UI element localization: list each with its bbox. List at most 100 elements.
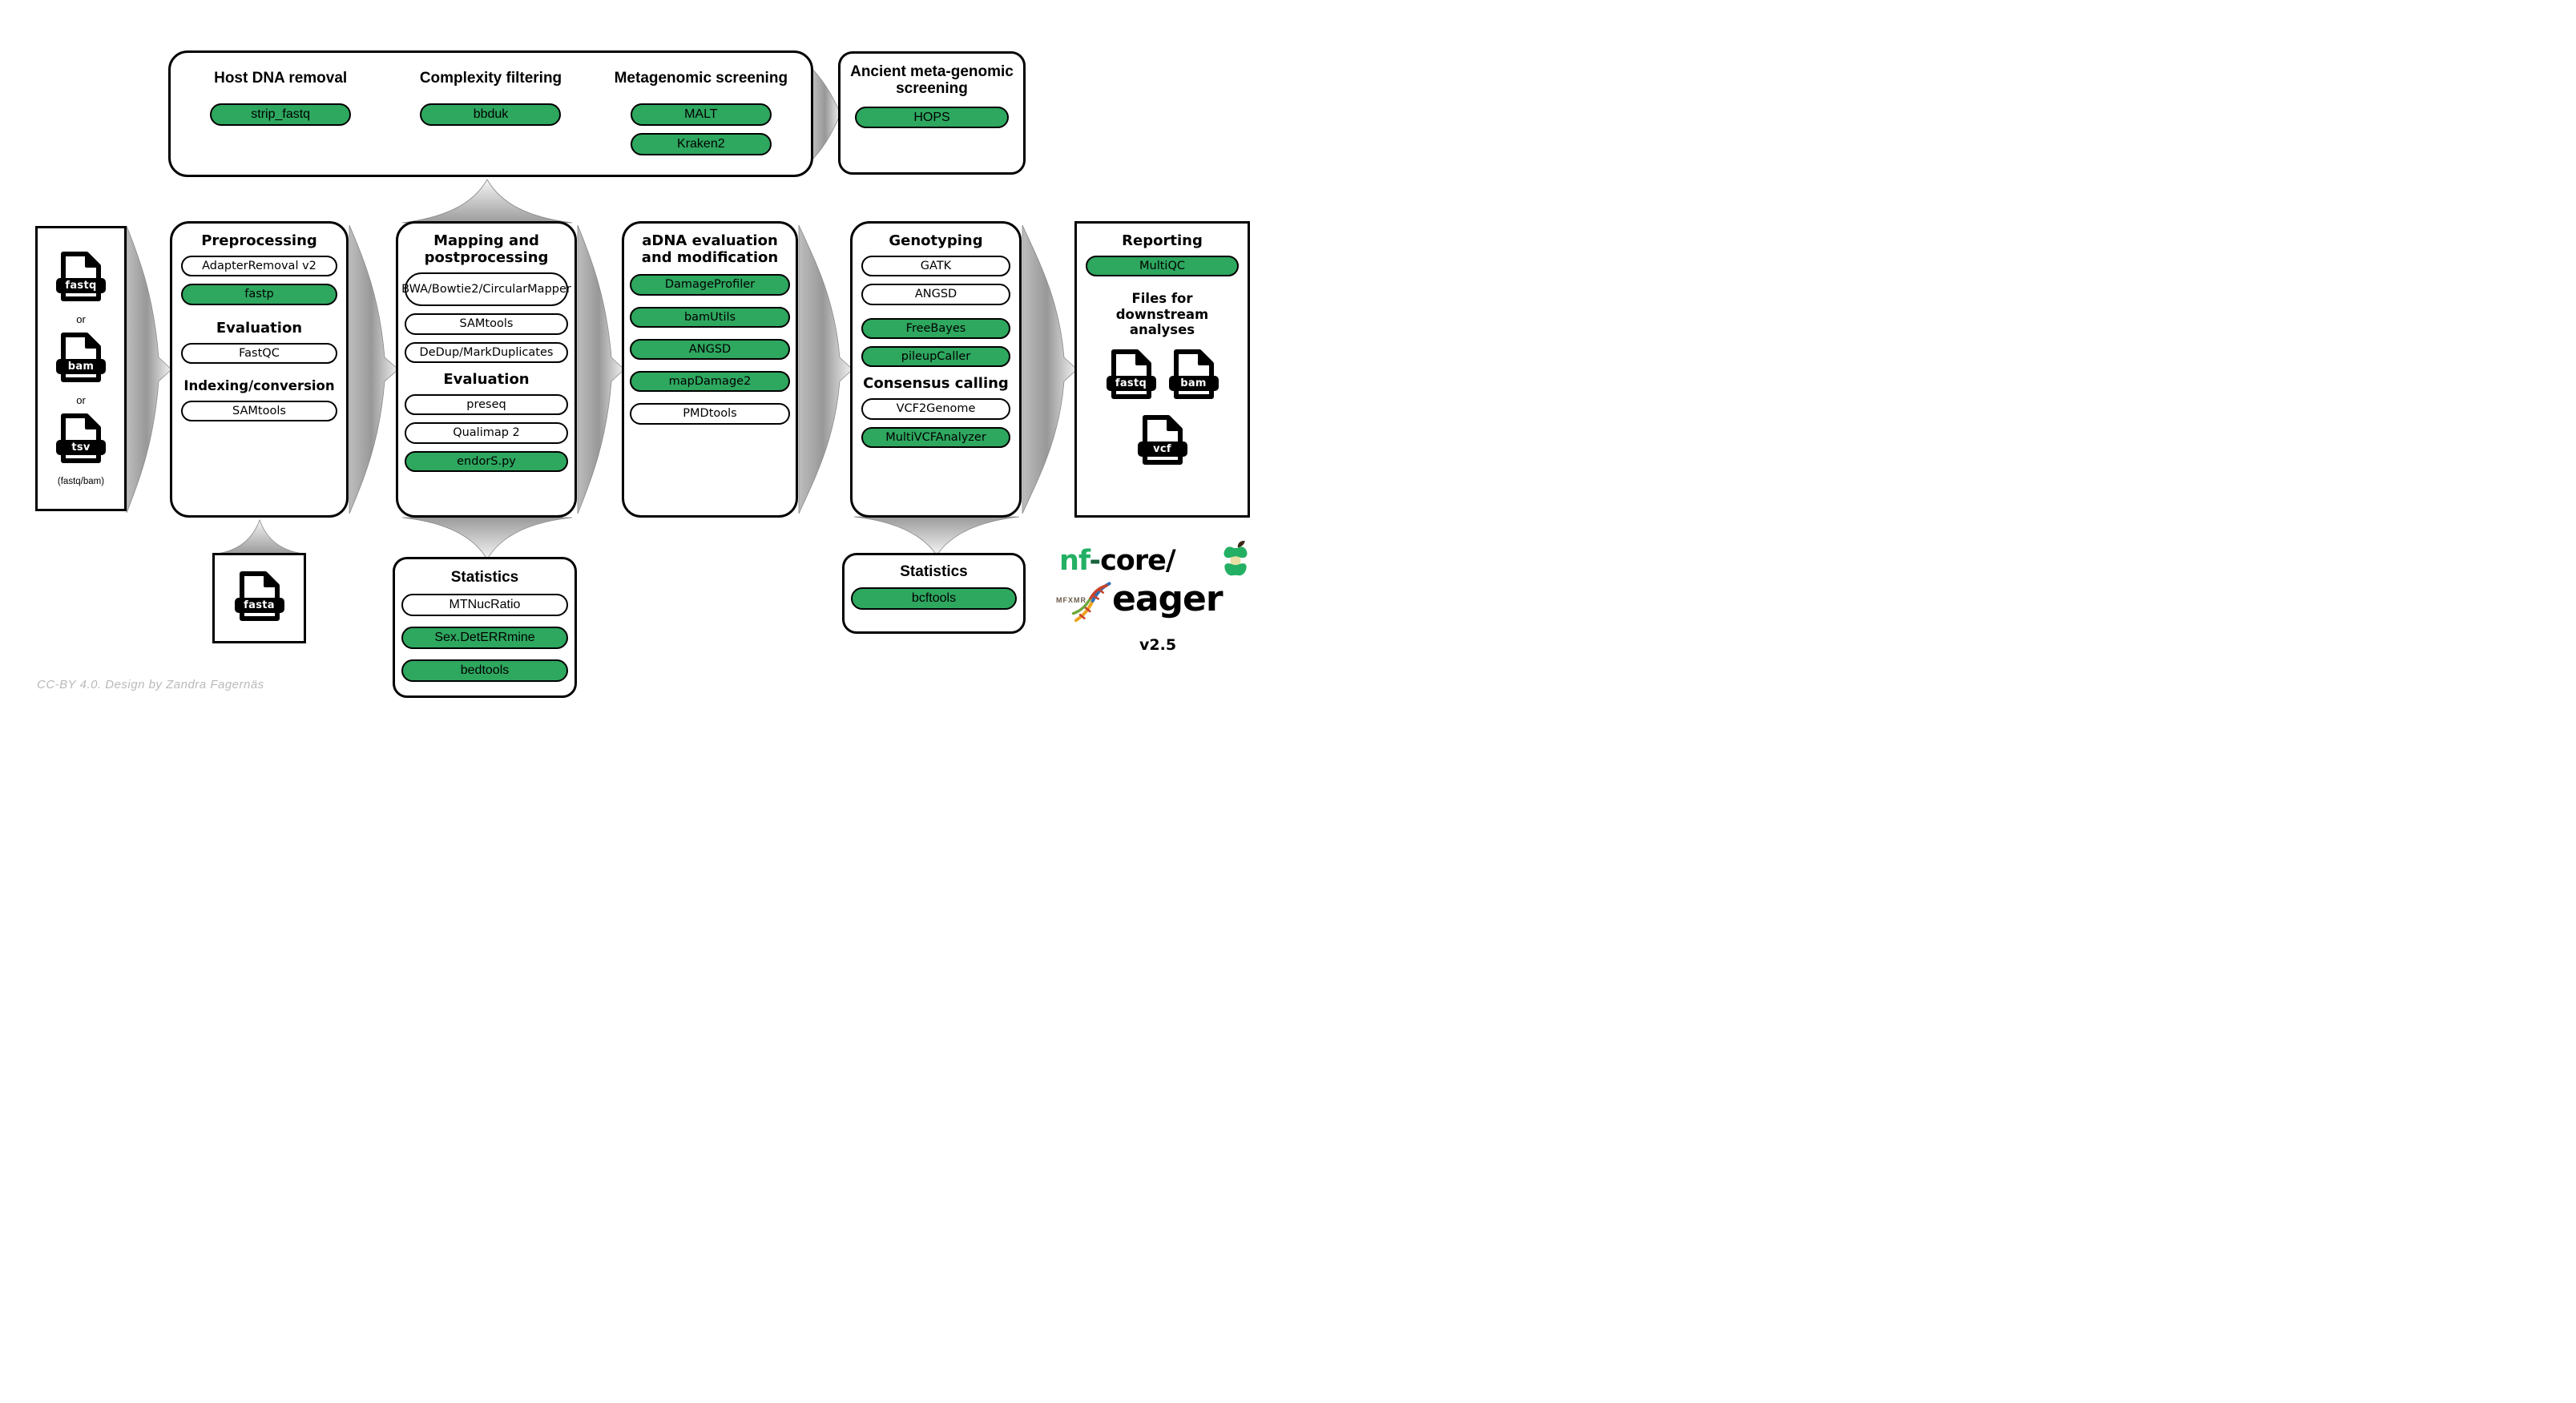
tool-pill-bwa-bowtie2-circularmapper: BWA/Bowtie2/CircularMapper	[401, 272, 571, 307]
tool-pill-bedtools: bedtools	[401, 659, 568, 682]
tool-pill-multivcfanalyzer: MultiVCFAnalyzer	[861, 426, 1010, 448]
tool-pill-pmdtools: PMDtools	[630, 403, 790, 425]
tool-pill-samtools: SAMtools	[405, 313, 568, 335]
file-icon-tsv: tsv	[56, 413, 106, 468]
box-title: Preprocessing	[201, 232, 317, 249]
box-title: Mapping and postprocessing	[424, 232, 549, 267]
pipeline-diagram: Host DNA removal strip_fastq Complexity …	[0, 0, 1288, 702]
subsection-title-evaluation: Evaluation	[216, 319, 303, 337]
file-type-label: vcf	[1137, 441, 1187, 457]
section-metagenomic-screening: Metagenomic screening MALT Kraken2	[596, 61, 806, 175]
file-type-label: bam	[1168, 375, 1219, 391]
file-icon-fasta: fasta	[234, 570, 284, 626]
tool-pill-dedup-markduplicates: DeDup/MarkDuplicates	[405, 341, 568, 363]
arrow-top-panel-to-hops	[812, 67, 841, 161]
tool-pill-angsd: ANGSD	[861, 284, 1010, 305]
logo-org-name: nf-core/	[1059, 545, 1176, 577]
arrow-mapping-to-adna	[577, 224, 625, 514]
tool-pill-malt: MALT	[630, 103, 772, 126]
reporting-box: Reporting MultiQC Files for downstream a…	[1074, 221, 1250, 518]
tool-pill-angsd: ANGSD	[630, 338, 790, 361]
tool-pill-qualimap2: Qualimap 2	[405, 422, 568, 444]
tool-pill-mapdamage2: mapDamage2	[630, 371, 790, 393]
file-icon-bam: bam	[1168, 349, 1219, 404]
tool-pill-bamutils: bamUtils	[630, 306, 790, 328]
arrow-fasta-to-preprocessing	[216, 518, 304, 554]
document-icon	[1142, 414, 1183, 465]
logo-dash: -	[1089, 545, 1101, 577]
or-text: or	[76, 393, 86, 406]
document-icon	[1173, 349, 1214, 399]
file-type-label: bam	[56, 358, 106, 374]
tool-pill-mtnucratio: MTNucRatio	[401, 594, 568, 617]
ancient-screening-box: Ancient meta-genomic screening HOPS	[838, 51, 1026, 175]
arrow-genotyping-to-reporting	[1022, 224, 1078, 514]
tool-pill-sexdeterrmine: Sex.DetERRmine	[401, 627, 568, 650]
file-type-label: tsv	[56, 439, 106, 455]
arrow-mapping-to-top-panel	[401, 179, 573, 224]
file-icon-fastq: fastq	[1106, 349, 1156, 404]
flow-arrows-layer	[126, 67, 1078, 560]
or-text: or	[76, 312, 86, 325]
arrow-preprocessing-to-mapping	[349, 224, 399, 514]
downstream-files-title: Files for downstream analyses	[1115, 291, 1209, 338]
tool-pill-bbduk: bbduk	[420, 103, 562, 126]
file-icon-vcf: vcf	[1137, 414, 1187, 470]
tool-pill-fastqc: FastQC	[181, 342, 337, 365]
section-title: Host DNA removal	[214, 70, 348, 87]
file-type-label: fastq	[1106, 375, 1156, 391]
tool-pill-preseq: preseq	[405, 394, 568, 416]
license-credit-text: CC-BY 4.0. Design by Zandra Fagernäs	[37, 678, 264, 691]
document-icon	[61, 251, 101, 301]
arrow-adna-to-genotyping	[798, 224, 853, 514]
fasta-reference-box: fasta	[212, 553, 306, 643]
dna-helix-icon	[1071, 582, 1111, 623]
box-title: Statistics	[900, 563, 968, 580]
tool-pill-gatk: GATK	[861, 256, 1010, 277]
file-icon-bam: bam	[56, 332, 106, 387]
tool-pill-pileupcaller: pileupCaller	[861, 345, 1010, 368]
subsection-title-evaluation: Evaluation	[443, 370, 530, 388]
tool-pill-samtools: SAMtools	[181, 400, 337, 421]
box-title: Statistics	[450, 569, 519, 586]
document-icon	[61, 413, 101, 463]
top-panel: Host DNA removal strip_fastq Complexity …	[168, 50, 813, 177]
nf-core-eager-logo: nf-core/ MFXMR eager v2.5	[1056, 541, 1264, 677]
tool-pill-vcf2genome: VCF2Genome	[861, 398, 1010, 420]
document-icon	[61, 332, 101, 382]
statistics-genotyping-box: Statistics bcftools	[842, 553, 1026, 634]
logo-pipeline-name: eager	[1112, 579, 1223, 619]
tool-pill-endors-py: endorS.py	[405, 450, 568, 472]
tsv-caption: (fastq/bam)	[57, 476, 105, 486]
downstream-files-row-2: vcf	[1086, 414, 1239, 470]
tool-pill-damageprofiler: DamageProfiler	[630, 274, 790, 296]
adna-box: aDNA evaluation and modification DamageP…	[622, 221, 798, 518]
statistics-mapping-box: Statistics MTNucRatio Sex.DetERRmine bed…	[393, 557, 577, 698]
document-icon	[1111, 349, 1151, 399]
mapping-box: Mapping and postprocessing BWA/Bowtie2/C…	[396, 221, 577, 518]
genotyping-box: Genotyping GATK ANGSD FreeBayes pileupCa…	[850, 221, 1022, 518]
logo-nf-text: nf	[1059, 545, 1090, 577]
file-type-label: fasta	[234, 597, 284, 613]
box-title: Ancient meta-genomic screening	[850, 63, 1014, 98]
file-type-label: fastq	[56, 277, 106, 293]
document-icon	[239, 570, 280, 621]
section-host-dna-removal: Host DNA removal strip_fastq	[175, 61, 385, 175]
tool-pill-freebayes: FreeBayes	[861, 317, 1010, 339]
arrow-genotyping-to-statistics	[853, 516, 1020, 556]
section-complexity-filtering: Complexity filtering bbduk	[385, 61, 595, 175]
runes-text: MFXMR	[1056, 596, 1086, 604]
section-title: Metagenomic screening	[614, 70, 788, 87]
tool-pill-bcftools: bcftools	[851, 587, 1017, 611]
tool-pill-kraken2: Kraken2	[630, 132, 772, 155]
box-title: aDNA evaluation and modification	[641, 232, 779, 267]
input-files-box: fastq or bam or tsv (fastq/bam)	[35, 226, 127, 511]
file-icon-fastq: fastq	[56, 251, 106, 306]
box-title: Genotyping	[889, 232, 983, 249]
arrow-mapping-to-statistics	[401, 517, 573, 560]
tool-pill-hops: HOPS	[855, 106, 1009, 129]
box-title: Reporting	[1122, 232, 1203, 249]
apple-core-icon	[1223, 541, 1248, 576]
tool-pill-fastp: fastp	[181, 284, 337, 305]
section-title: Complexity filtering	[419, 70, 562, 87]
